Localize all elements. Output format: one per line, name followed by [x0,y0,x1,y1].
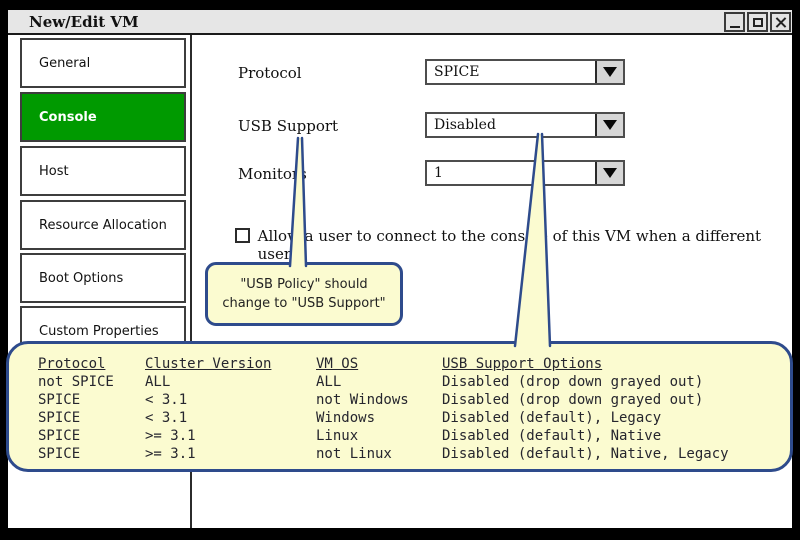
monitors-label: Monitors [238,165,307,183]
note-text: "USB Policy" should change to "USB Suppo… [222,277,386,311]
col-protocol: Protocol [38,356,106,372]
chevron-down-icon [603,120,617,130]
col-usb-support-options: USB Support Options [442,356,603,372]
col-cluster-version: Cluster Version [145,356,272,372]
chevron-down-icon [603,67,617,77]
tab-label: Boot Options [39,270,124,286]
protocol-value: SPICE [434,64,480,80]
tab-label: Resource Allocation [39,217,167,233]
usb-support-options-callout: Protocol Cluster Version VM OS USB Suppo… [6,341,793,472]
table-row: SPICE >= 3.1 Linux Disabled (default), N… [38,428,662,444]
close-icon [774,16,787,29]
usb-policy-note-callout: "USB Policy" should change to "USB Suppo… [205,262,403,326]
table-row: not SPICE ALL ALL Disabled (drop down gr… [38,374,704,390]
monitors-dropdown[interactable]: 1 [425,160,625,186]
col-vm-os: VM OS [316,356,359,372]
allow-user-connect-label: Allow a user to connect to the console o… [257,227,762,263]
monitors-value: 1 [434,165,443,181]
chevron-down-icon [603,168,617,178]
usb-support-dropdown[interactable]: Disabled [425,112,625,138]
sidebar-content-divider [190,35,192,528]
table-row: SPICE < 3.1 not Windows Disabled (drop d… [38,392,704,408]
allow-user-connect-checkbox[interactable] [235,228,250,243]
table-row: SPICE >= 3.1 not Linux Disabled (default… [38,446,729,462]
protocol-label: Protocol [238,64,302,82]
sidebar-item-general[interactable]: General [20,38,186,88]
callout-table-header: Protocol Cluster Version VM OS USB Suppo… [38,355,790,373]
protocol-dropdown[interactable]: SPICE [425,59,625,85]
sidebar-item-host[interactable]: Host [20,146,186,196]
tab-label: General [39,55,91,71]
tab-label: Custom Properties [39,323,159,339]
tab-label: Console [39,109,97,125]
sidebar-item-resource-allocation[interactable]: Resource Allocation [20,200,186,250]
usb-support-value: Disabled [434,117,496,133]
maximize-icon [752,17,763,27]
window-title: New/Edit VM [29,13,139,31]
minimize-button[interactable] [724,12,745,32]
allow-user-connect-row: Allow a user to connect to the console o… [235,227,792,263]
dropdown-arrow-button[interactable] [595,162,623,184]
table-row: SPICE < 3.1 Windows Disabled (default), … [38,410,662,426]
minimize-icon [729,26,740,28]
dropdown-arrow-button[interactable] [595,61,623,83]
sidebar-item-console[interactable]: Console [20,92,186,142]
title-bar: New/Edit VM [8,10,792,35]
usb-support-label: USB Support [238,117,339,135]
maximize-button[interactable] [747,12,768,32]
dropdown-arrow-button[interactable] [595,114,623,136]
tab-label: Host [39,163,69,179]
sidebar-item-boot-options[interactable]: Boot Options [20,253,186,303]
close-button[interactable] [770,12,791,32]
